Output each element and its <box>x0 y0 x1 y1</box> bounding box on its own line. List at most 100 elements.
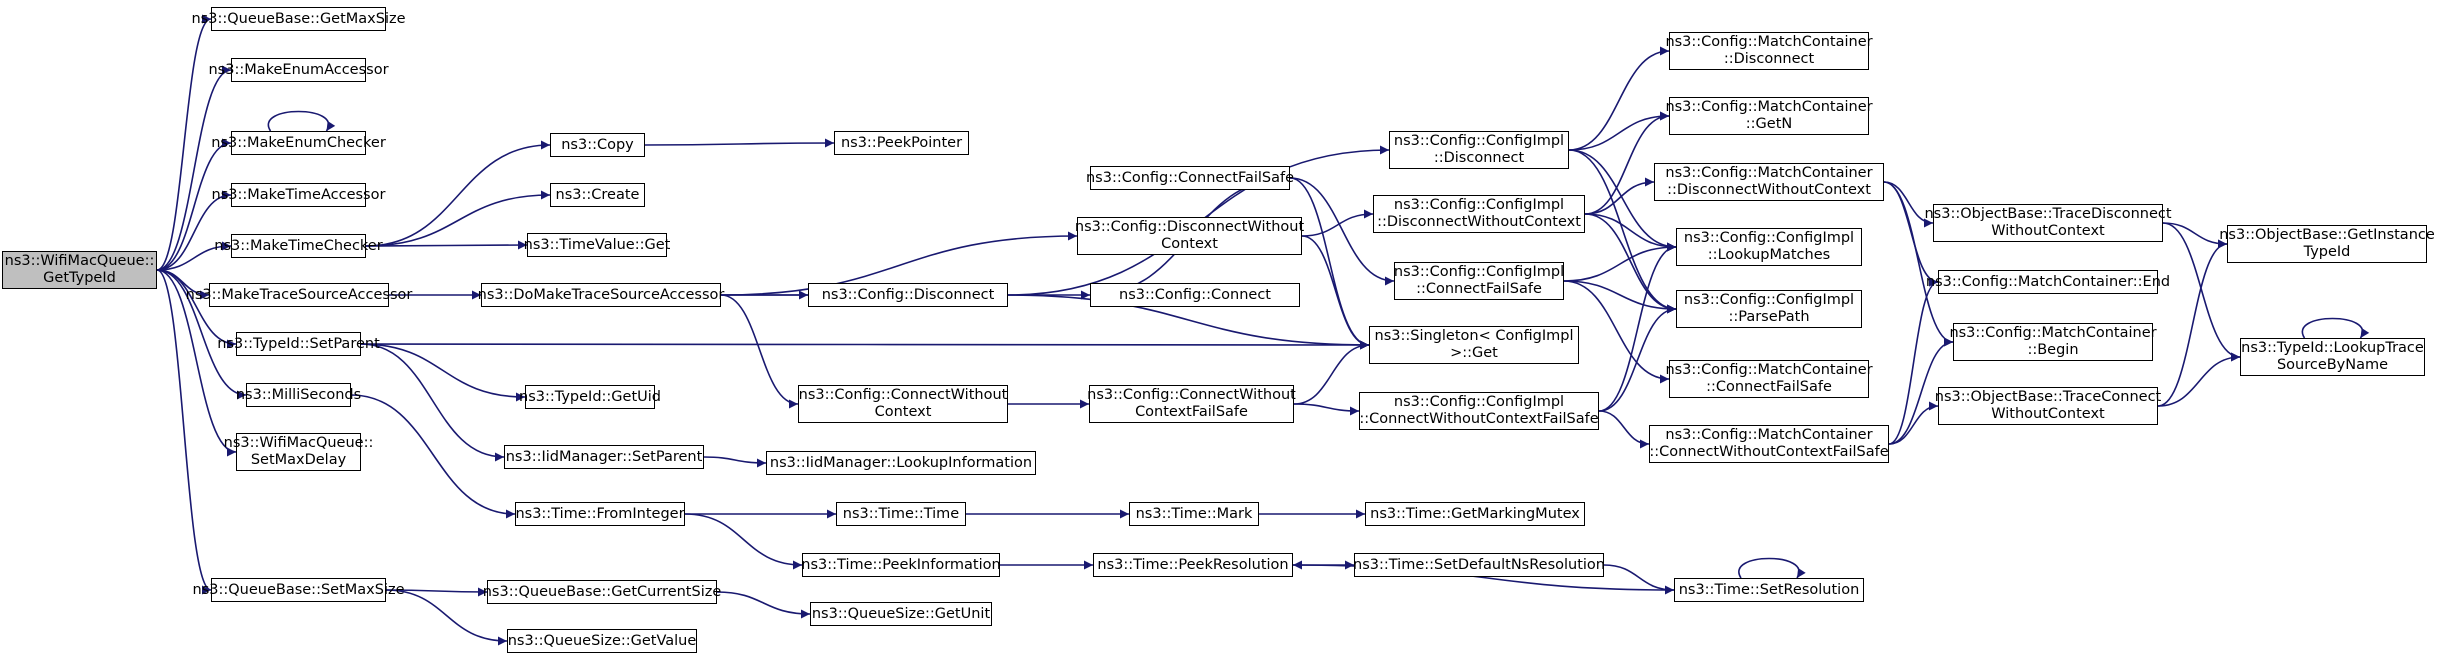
node-label-line: ::Disconnect <box>1433 150 1525 166</box>
node-make-trace-source-accessor[interactable]: ns3::MakeTraceSourceAccessor <box>186 283 412 307</box>
call-edge <box>385 589 508 646</box>
node-label-line: ns3::Config::MatchContainer <box>1665 427 1873 443</box>
node-make-enum-accessor[interactable]: ns3::MakeEnumAccessor <box>208 58 389 82</box>
call-edge <box>1563 280 1677 314</box>
call-edge <box>1598 410 1650 449</box>
node-time-peekres[interactable]: ns3::Time::PeekResolution <box>1093 553 1293 577</box>
node-label-line: ns3::Config::ConfigImpl <box>1393 133 1565 149</box>
node-typeid-getuid[interactable]: ns3::TypeId::GetUid <box>519 385 661 409</box>
node-label-line: ns3::Config::Connect <box>1119 286 1271 303</box>
call-edge <box>703 456 767 468</box>
node-make-time-accessor[interactable]: ns3::MakeTimeAccessor <box>212 183 385 207</box>
node-singleton-get[interactable]: ns3::Singleton< ConfigImpl>::Get <box>1369 326 1579 364</box>
node-label-line: ::ParsePath <box>1728 309 1810 325</box>
node-qsize-getunit[interactable]: ns3::QueueSize::GetUnit <box>810 602 992 626</box>
node-cimpl-disconnect[interactable]: ns3::Config::ConfigImpl::Disconnect <box>1389 131 1569 169</box>
node-cfg-connect[interactable]: ns3::Config::Connect <box>1090 283 1300 307</box>
call-edge <box>1293 403 1360 416</box>
node-label-line: ::ConnectWithoutContextFailSafe <box>1359 411 1599 427</box>
call-edge <box>156 269 237 457</box>
node-mc-disconnect[interactable]: ns3::Config::MatchContainer::Disconnect <box>1665 32 1873 70</box>
node-label-line: ns3::ObjectBase::GetInstance <box>2219 227 2435 243</box>
node-label-line: ::ConnectFailSafe <box>1416 281 1542 297</box>
call-edge <box>360 343 505 462</box>
node-label-line: ::GetN <box>1745 116 1793 132</box>
call-edge <box>1301 235 1370 350</box>
node-label-line: ns3::MakeEnumAccessor <box>208 61 389 78</box>
node-label-line: GetTypeId <box>43 270 116 286</box>
node-label-line: ns3::Config::ConfigImpl <box>1683 230 1855 246</box>
node-time-time[interactable]: ns3::Time::Time <box>836 502 966 526</box>
node-label-line: ns3::Config::MatchContainer::End <box>1925 273 2171 290</box>
call-edge <box>1563 280 1670 384</box>
node-make-enum-checker[interactable]: ns3::MakeEnumChecker <box>211 131 386 155</box>
node-time-setdefaultns[interactable]: ns3::Time::SetDefaultNsResolution <box>1353 553 1605 577</box>
node-make-time-checker[interactable]: ns3::MakeTimeChecker <box>214 234 383 258</box>
node-label-line: ns3::Singleton< ConfigImpl <box>1374 328 1574 344</box>
node-label-line: ns3::WifiMacQueue:: <box>223 435 374 451</box>
call-edge <box>365 140 551 247</box>
node-time-peekinfo[interactable]: ns3::Time::PeekInformation <box>801 553 1001 577</box>
node-label-line: ns3::Config::ConfigImpl <box>1393 264 1565 280</box>
node-label-line: ns3::Time::GetMarkingMutex <box>1370 505 1580 522</box>
node-iid-setparent[interactable]: ns3::IidManager::SetParent <box>504 445 704 469</box>
call-edge <box>2301 317 2370 339</box>
node-qb-getmaxsize[interactable]: ns3::QueueBase::GetMaxSize <box>191 7 406 31</box>
node-qb-setmaxsize[interactable]: ns3::QueueBase::SetMaxSize <box>193 578 405 602</box>
call-edge <box>1584 213 1677 252</box>
call-edge <box>1598 304 1677 412</box>
call-edge <box>1289 177 1370 350</box>
call-edge <box>156 14 212 271</box>
node-iid-lookupinfo[interactable]: ns3::IidManager::LookupInformation <box>766 451 1036 475</box>
node-time-setresolution[interactable]: ns3::Time::SetResolution <box>1674 578 1864 602</box>
node-label-line: ns3::ObjectBase::TraceDisconnect <box>1924 206 2172 222</box>
node-cimpl-parsepath[interactable]: ns3::Config::ConfigImpl::ParsePath <box>1676 290 1862 328</box>
node-label-line: ns3::Config::MatchContainer <box>1949 325 2157 341</box>
node-label-line: ns3::Copy <box>561 136 634 153</box>
node-cimpl-connect-wc-fs[interactable]: ns3::Config::ConfigImpl::ConnectWithoutC… <box>1359 392 1599 430</box>
node-qsize-getvalue[interactable]: ns3::QueueSize::GetValue <box>507 629 697 653</box>
node-milliseconds[interactable]: ns3::MilliSeconds <box>236 383 361 407</box>
call-edge <box>1289 177 1395 286</box>
node-peekpointer[interactable]: ns3::PeekPointer <box>834 131 969 155</box>
node-mc-connect-wc-fs[interactable]: ns3::Config::MatchContainer::ConnectWith… <box>1649 425 1889 463</box>
node-label-line: ns3::Time::SetDefaultNsResolution <box>1353 556 1605 573</box>
node-cfg-connectfailsafe[interactable]: ns3::Config::ConnectFailSafe <box>1086 166 1294 190</box>
node-label-line: ns3::Time::PeekInformation <box>801 556 1001 573</box>
call-edge <box>716 591 811 619</box>
node-cimpl-lookupmatches[interactable]: ns3::Config::ConfigImpl::LookupMatches <box>1676 228 1862 266</box>
node-label-line: ns3::WifiMacQueue:: <box>4 253 155 269</box>
node-copy[interactable]: ns3::Copy <box>550 133 645 157</box>
node-timevalue-get[interactable]: ns3::TimeValue::Get <box>524 233 670 257</box>
node-create[interactable]: ns3::Create <box>550 183 645 207</box>
node-do-make-tsa[interactable]: ns3::DoMakeTraceSourceAccessor <box>478 283 724 307</box>
node-label-line: TypeId <box>2303 244 2351 260</box>
node-label-line: ns3::ObjectBase::TraceConnect <box>1934 389 2162 405</box>
node-mc-begin[interactable]: ns3::Config::MatchContainer::Begin <box>1949 323 2157 361</box>
node-wmq-setmaxdelay[interactable]: ns3::WifiMacQueue::SetMaxDelay <box>224 433 373 471</box>
node-label-line: SourceByName <box>2276 357 2389 373</box>
node-mc-getn[interactable]: ns3::Config::MatchContainer::GetN <box>1665 97 1873 135</box>
node-mc-end[interactable]: ns3::Config::MatchContainer::End <box>1926 270 2170 294</box>
node-typeid-setparent[interactable]: ns3::TypeId::SetParent <box>217 332 380 356</box>
node-qb-getcurrentsize[interactable]: ns3::QueueBase::GetCurrentSize <box>483 580 721 604</box>
node-cimpl-disconnect-wc[interactable]: ns3::Config::ConfigImpl::DisconnectWitho… <box>1373 195 1585 233</box>
node-mc-connectfailsafe[interactable]: ns3::Config::MatchContainer::ConnectFail… <box>1665 360 1873 398</box>
node-label-line: ns3::Config::MatchContainer <box>1665 99 1873 115</box>
node-time-frominteger[interactable]: ns3::Time::FromInteger <box>515 502 685 526</box>
node-mc-disconnect-wc[interactable]: ns3::Config::MatchContainer::DisconnectW… <box>1654 163 1884 201</box>
node-cimpl-connectfailsafe[interactable]: ns3::Config::ConfigImpl::ConnectFailSafe <box>1394 262 1564 300</box>
node-time-mark[interactable]: ns3::Time::Mark <box>1129 502 1259 526</box>
node-time-getmarkingmutex[interactable]: ns3::Time::GetMarkingMutex <box>1365 502 1585 526</box>
node-cfg-disconnect[interactable]: ns3::Config::Disconnect <box>808 283 1008 307</box>
node-label-line: ns3::TimeValue::Get <box>523 236 671 253</box>
call-edge <box>1598 242 1677 412</box>
node-label-line: ns3::Config::Disconnect <box>821 286 995 303</box>
